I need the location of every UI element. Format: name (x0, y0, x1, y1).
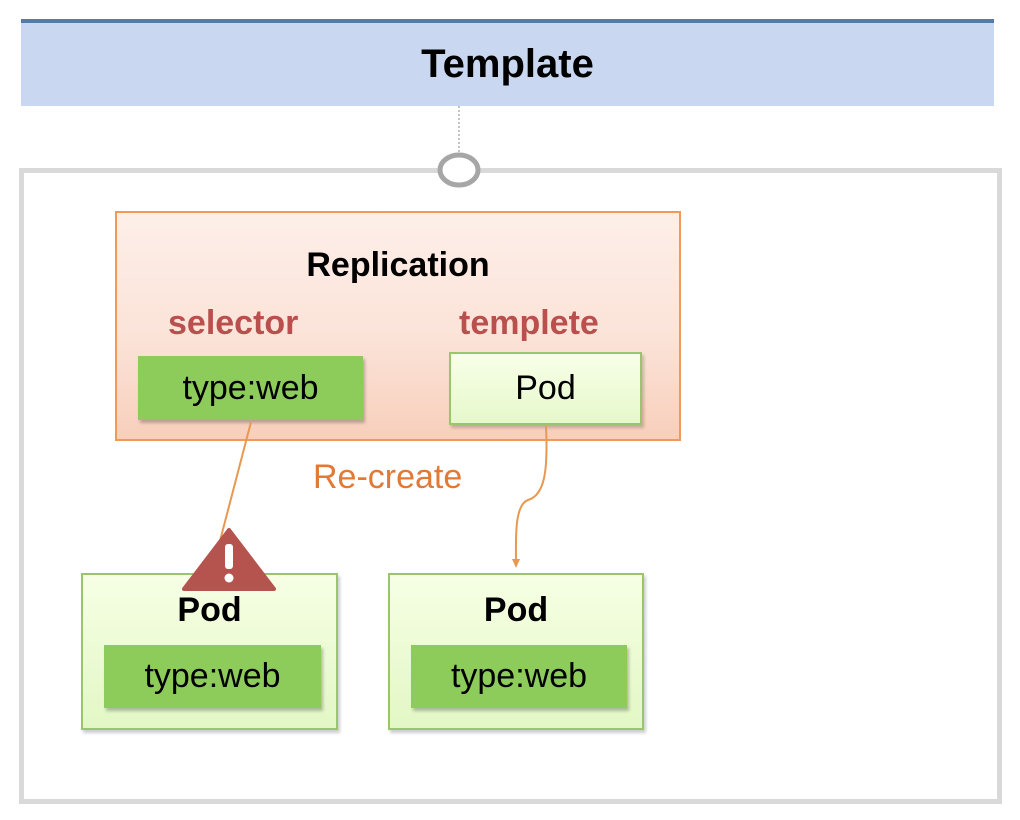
template-label: templete (459, 304, 599, 342)
template-title: Template (421, 42, 594, 86)
selector-value-box: type:web (138, 356, 363, 420)
replication-title: Replication (306, 246, 490, 284)
selector-label: selector (168, 304, 299, 342)
pod-label-1: type:web (104, 645, 321, 708)
selector-to-pod-connector (214, 421, 252, 561)
template-title-bar: Template (21, 19, 994, 106)
recreate-label: Re-create (313, 458, 463, 496)
pod-title-1: Pod (177, 591, 242, 629)
template-pod-box: Pod (449, 352, 642, 425)
pod-title-2: Pod (483, 591, 549, 629)
pod-label-2: type:web (411, 645, 627, 708)
frame-connector-circle (437, 152, 481, 188)
warning-icon (182, 528, 276, 591)
template-to-pod-arrow (511, 425, 548, 568)
